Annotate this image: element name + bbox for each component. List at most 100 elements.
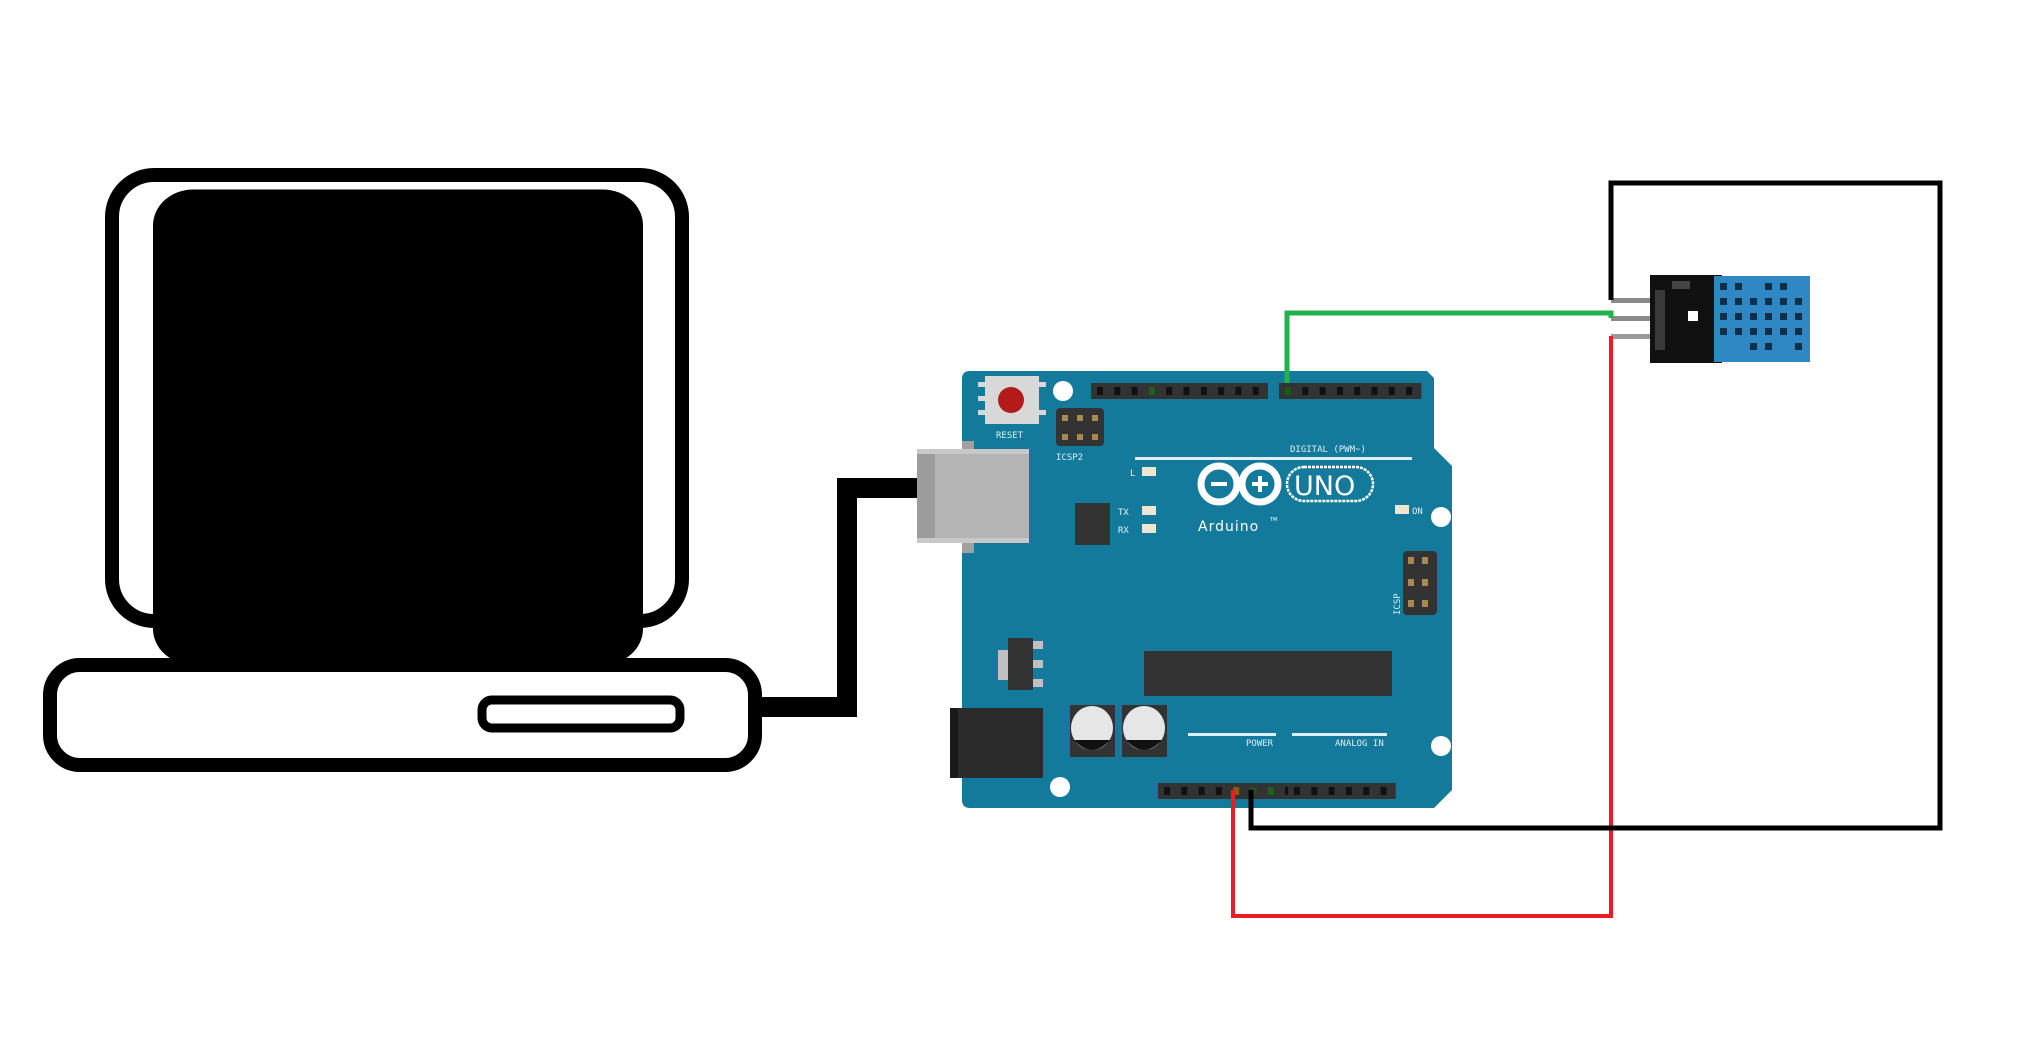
header-body [1158, 783, 1301, 799]
capacitor [1122, 705, 1167, 757]
brand-label: Arduino [1198, 519, 1259, 535]
atmega-microcontroller [1144, 651, 1392, 696]
sensor-housing [1714, 276, 1810, 362]
usb-port [917, 449, 1029, 543]
header-pin-8[interactable] [1218, 387, 1225, 395]
mounting-hole [1431, 507, 1451, 527]
led-on-label: ON [1412, 507, 1423, 517]
header-body [1288, 783, 1396, 799]
header-pin-11[interactable] [1166, 387, 1173, 395]
header-pin-3v3[interactable] [1215, 787, 1222, 795]
sensor-vent-grid [1720, 283, 1802, 350]
icsp-header [1403, 551, 1437, 615]
wire-ground-black [1248, 180, 1943, 831]
vent-hole [1720, 283, 1727, 290]
header-pin-5v[interactable] [1233, 787, 1240, 795]
header-pin-4[interactable] [1336, 387, 1343, 395]
vent-hole [1780, 298, 1787, 305]
wire-signal-green [1284, 310, 1614, 383]
disk-drive-slot [477, 695, 685, 733]
sensor-led [1688, 311, 1698, 321]
header-pin-13[interactable] [1131, 387, 1138, 395]
monitor-stand [520, 620, 560, 655]
sensor-resistor [1672, 281, 1690, 289]
vent-hole [1780, 328, 1787, 335]
mounting-hole [1050, 777, 1070, 797]
header-pin-6[interactable] [1252, 387, 1259, 395]
vent-hole [1720, 313, 1727, 320]
led-on [1395, 505, 1409, 514]
vent-hole [1750, 343, 1757, 350]
header-pin-a1[interactable] [1311, 787, 1318, 795]
reset-button[interactable] [978, 376, 1046, 424]
vent-hole [1720, 328, 1727, 335]
arduino-uno-board: RESET ICSP2 DIGITAL (PWM~) L TX RX ON [917, 371, 1452, 808]
header-pin-6[interactable] [1302, 387, 1309, 395]
vent-hole [1795, 328, 1802, 335]
analog-header [1288, 783, 1396, 799]
wire-power-red [1231, 336, 1613, 918]
header-pin-ioref[interactable] [1181, 787, 1188, 795]
sensor-pin-data [1611, 316, 1655, 321]
analog-label: ANALOG IN [1335, 739, 1384, 749]
led-l [1142, 467, 1156, 476]
monitor-stand [250, 620, 288, 655]
header-pin-7[interactable] [1235, 387, 1242, 395]
capacitor [1070, 705, 1115, 757]
header-pin-10[interactable] [1183, 387, 1190, 395]
vent-hole [1780, 313, 1787, 320]
digital-header-right [1279, 383, 1422, 399]
header-pin-a0[interactable] [1294, 787, 1300, 795]
silkscreen-line [1292, 733, 1387, 736]
vent-hole [1735, 328, 1742, 335]
vent-hole [1765, 283, 1772, 290]
vent-hole [1795, 313, 1802, 320]
digital-header-left [1091, 383, 1268, 399]
trademark-label: TM [1269, 517, 1277, 523]
header-pin-a4[interactable] [1363, 787, 1370, 795]
header-pin-5[interactable] [1319, 387, 1326, 395]
header-pin-3[interactable] [1354, 387, 1361, 395]
header-pin-a5[interactable] [1380, 787, 1387, 795]
header-body [1279, 383, 1422, 399]
power-label: POWER [1246, 739, 1274, 749]
board-pcb [962, 371, 1452, 808]
vent-hole [1735, 313, 1742, 320]
vent-hole [1735, 283, 1742, 290]
icsp-label: ICSP [1393, 593, 1403, 615]
header-pin-a2[interactable] [1328, 787, 1335, 795]
header-pin-a3[interactable] [1345, 787, 1352, 795]
arduino-logo: UNO Arduino TM [1197, 462, 1375, 535]
header-pin-reset[interactable] [1198, 787, 1205, 795]
silkscreen-line [1188, 733, 1276, 736]
voltage-regulator [998, 638, 1043, 690]
mounting-hole [1053, 381, 1073, 401]
led-rx [1142, 524, 1156, 533]
header-pin-gnd[interactable] [1114, 387, 1121, 395]
reset-label: RESET [996, 431, 1024, 441]
header-pin-2[interactable] [1371, 387, 1378, 395]
vent-hole [1750, 298, 1757, 305]
header-pin-tx1[interactable] [1388, 387, 1395, 395]
vent-hole [1780, 283, 1787, 290]
computer [43, 168, 762, 772]
header-pin[interactable] [1164, 787, 1170, 795]
monitor-power-led [551, 572, 617, 592]
header-pin-12[interactable] [1148, 387, 1155, 395]
power-header [1158, 783, 1301, 799]
led-tx-label: TX [1118, 508, 1129, 518]
header-pin-aref[interactable] [1097, 387, 1103, 395]
digital-label: DIGITAL (PWM~) [1290, 445, 1366, 455]
header-pin-9[interactable] [1200, 387, 1207, 395]
silkscreen-line [1135, 457, 1412, 460]
led-tx [1142, 506, 1156, 515]
dc-barrel-jack [950, 708, 1043, 778]
header-pin-gnd[interactable] [1267, 787, 1274, 795]
header-pin-7[interactable] [1285, 387, 1291, 395]
monitor-screen [153, 189, 643, 665]
vent-hole [1795, 343, 1802, 350]
vent-hole [1795, 298, 1802, 305]
header-pin-rx0[interactable] [1406, 387, 1413, 395]
usb-interface-chip [1075, 503, 1110, 545]
